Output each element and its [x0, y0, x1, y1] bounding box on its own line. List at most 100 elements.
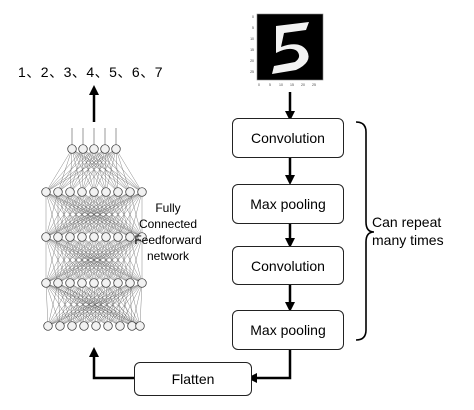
network-connection	[93, 236, 143, 284]
network-neuron	[137, 187, 147, 197]
network-connection	[45, 191, 59, 238]
network-neuron	[65, 187, 75, 197]
network-connection	[117, 191, 143, 238]
network-connection	[71, 148, 107, 193]
network-connection	[69, 282, 141, 327]
network-connection	[45, 191, 107, 238]
network-neuron	[137, 278, 147, 288]
network-neuron	[135, 321, 145, 331]
network-connection	[47, 282, 119, 327]
network-connection	[115, 148, 143, 193]
network-connection	[71, 282, 143, 327]
network-connection	[45, 148, 73, 193]
image-y-tick: 15	[250, 48, 254, 52]
network-connection	[47, 282, 71, 327]
network-connection	[81, 282, 141, 327]
network-connection	[45, 148, 106, 193]
network-connection	[45, 148, 117, 193]
network-neuron	[65, 278, 75, 288]
arrow-flatten-to-network	[89, 347, 134, 380]
repeat-label: Can repeat many times	[372, 213, 472, 249]
network-neuron	[101, 232, 111, 242]
network-neuron	[89, 187, 99, 197]
flatten-block: Flatten	[134, 362, 252, 396]
convolution-block-2: Convolution	[232, 246, 344, 285]
network-neuron	[65, 232, 75, 242]
network-connection	[117, 236, 143, 284]
max-pooling-block-1: Max pooling	[232, 184, 344, 224]
network-neuron	[91, 321, 101, 331]
network-connection	[81, 148, 117, 193]
network-connection	[45, 236, 95, 284]
image-x-tick: 10	[279, 83, 283, 87]
network-connection	[45, 236, 119, 284]
network-connection	[82, 148, 95, 193]
network-label-line-1: Fully	[155, 201, 181, 215]
network-connection	[45, 236, 131, 284]
network-connection	[93, 282, 141, 327]
network-connection	[71, 148, 95, 193]
network-neuron	[77, 232, 87, 242]
network-neuron	[113, 187, 123, 197]
network-neuron	[41, 278, 51, 288]
network-connection	[69, 236, 143, 284]
network-connection	[81, 148, 106, 193]
network-neuron	[113, 232, 123, 242]
network-neuron	[53, 232, 63, 242]
network-connection	[45, 236, 59, 284]
convolution-block-1: Convolution	[232, 118, 344, 158]
network-neuron	[55, 321, 65, 331]
network-connection	[69, 148, 95, 193]
network-connection	[59, 282, 143, 327]
network-connection	[45, 282, 49, 327]
network-connection	[83, 282, 143, 327]
network-connection	[45, 191, 143, 238]
network-connection	[93, 148, 119, 193]
network-connection	[93, 148, 143, 193]
image-x-tick: 20	[301, 83, 305, 87]
network-neuron	[78, 144, 88, 154]
network-connection	[45, 191, 83, 238]
network-connection	[45, 148, 95, 193]
network-connection	[93, 148, 117, 193]
arrow-pool2-to-flatten	[247, 350, 292, 383]
network-connection	[45, 191, 131, 238]
fully-connected-network	[41, 128, 147, 331]
network-neuron	[111, 144, 121, 154]
network-connection	[69, 148, 106, 193]
network-connection	[104, 148, 131, 193]
network-connection	[81, 148, 84, 193]
network-connection	[105, 191, 143, 238]
network-connection	[93, 191, 143, 238]
network-neuron	[125, 278, 135, 288]
network-neuron	[89, 144, 99, 154]
repeat-bracket	[355, 121, 375, 341]
network-connection	[45, 236, 71, 284]
network-connection	[57, 236, 143, 284]
network-connection	[81, 236, 143, 284]
network-connection	[71, 148, 119, 193]
network-connection	[129, 236, 143, 284]
network-connection	[45, 282, 141, 327]
image-y-tick: 0	[252, 15, 254, 19]
image-y-tick: 10	[250, 37, 254, 41]
image-x-tick: 15	[290, 83, 294, 87]
network-connection	[82, 148, 131, 193]
network-neuron	[127, 321, 137, 331]
max-pooling-block-2: Max pooling	[232, 310, 344, 350]
network-connection	[107, 282, 143, 327]
network-connection	[71, 148, 143, 193]
network-connection	[57, 148, 73, 193]
network-connection	[93, 148, 106, 193]
network-connection	[104, 148, 119, 193]
network-connection	[115, 148, 131, 193]
network-connection	[47, 282, 107, 327]
network-connection	[71, 148, 131, 193]
network-connection	[47, 282, 59, 327]
image-x-tick: 0	[258, 83, 260, 87]
network-connection	[45, 148, 84, 193]
network-connection	[57, 148, 95, 193]
network-neuron	[113, 278, 123, 288]
